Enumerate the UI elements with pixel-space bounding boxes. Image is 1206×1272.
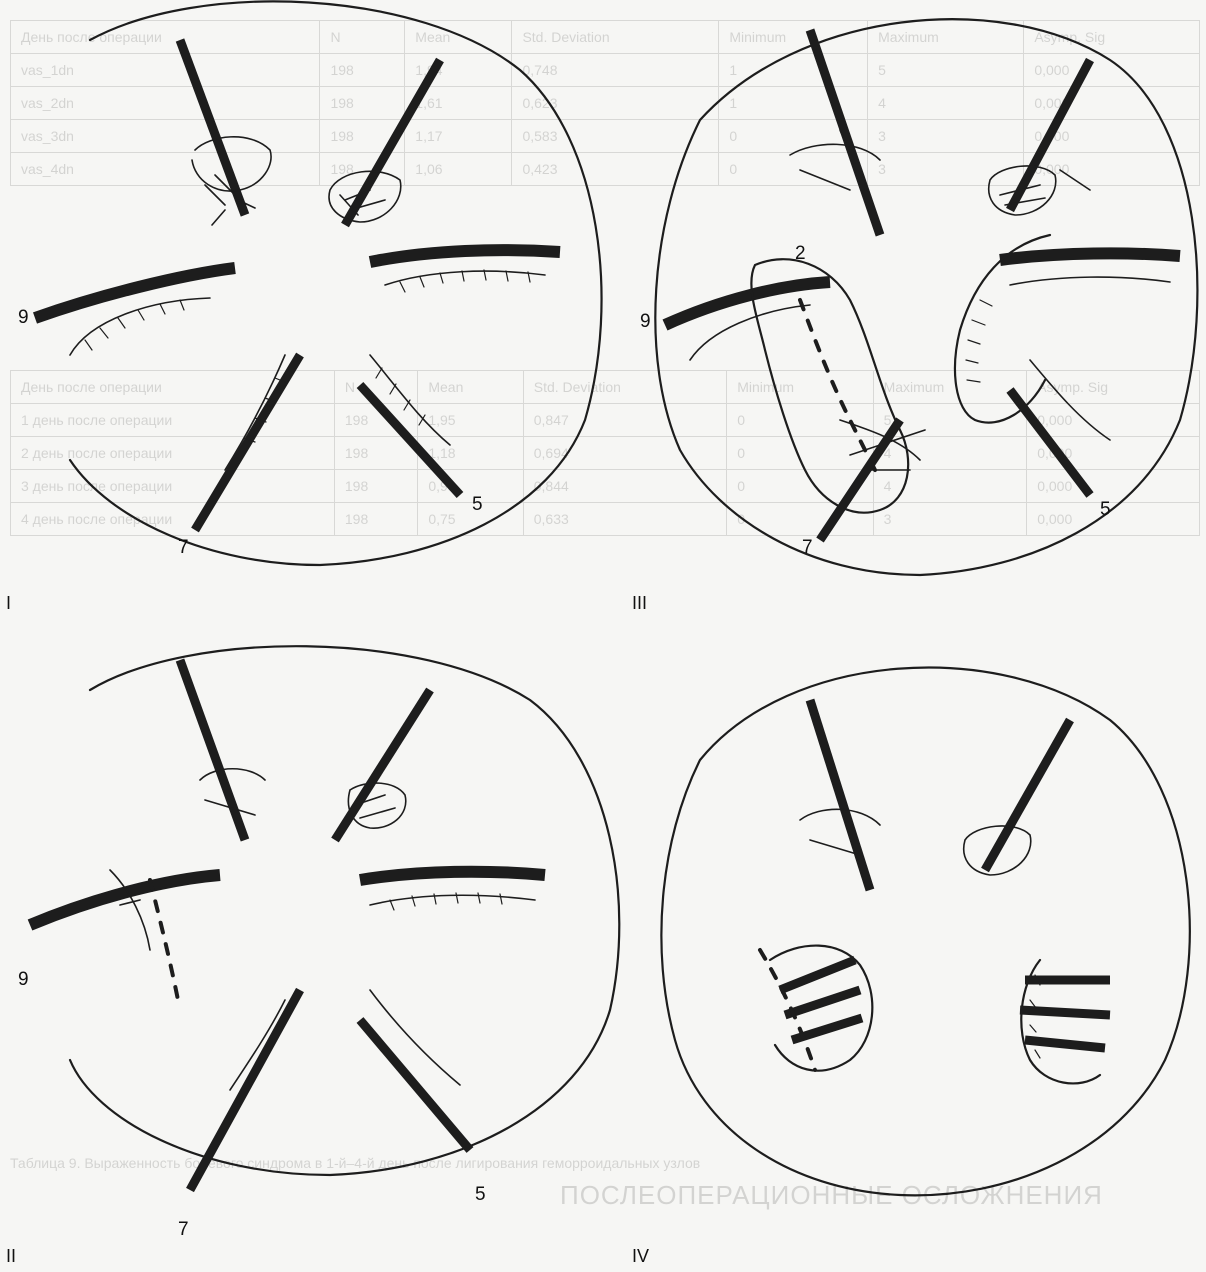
panel-iii-node-1 [1010,60,1090,210]
panel-iv-node-1 [985,720,1070,870]
panel-iv-field-circle [661,668,1189,1196]
panel-i-node-3 [370,250,560,262]
panel-iii-central-node [751,259,908,512]
panel-ii-title: II [6,1247,16,1265]
panel-ii-node-5 [360,1020,470,1150]
panel-ii-node-1 [335,690,430,840]
panel-ii-drawing [30,646,619,1190]
panel-i-label-7: 7 [178,538,189,557]
panel-ii-node-3 [360,872,545,880]
panel-ii-label-9: 9 [18,970,29,989]
panel-ii-node-9 [30,875,220,925]
panel-i-title: I [6,594,11,612]
panel-iii-label-9: 9 [640,312,651,331]
panel-ii-node-7 [190,990,300,1190]
panel-i-node-1 [345,60,440,225]
panel-i-label-5: 5 [472,495,483,514]
panel-iii-title: III [632,594,647,612]
panel-ii-field-circle [70,646,619,1175]
panel-iii-node-7 [820,420,900,540]
panel-ii-node-11 [180,660,245,840]
panel-iii-node-3 [1000,253,1180,260]
panel-iii-label-7: 7 [802,538,813,557]
panel-i-node-11 [180,40,245,215]
panel-iv-left-node [770,946,872,1071]
panel-iv-drawing [661,668,1189,1196]
panel-ii-label-7: 7 [178,1220,189,1239]
panel-iii-node-11 [810,30,880,235]
panel-iii-drawing [655,19,1197,575]
panel-iii-label-5: 5 [1100,500,1111,519]
panel-iv-node-11 [810,700,870,890]
panel-iii-label-2: 2 [795,244,806,263]
panel-iii-node-5 [1010,390,1090,495]
panel-i-label-9: 9 [18,308,29,327]
panel-i-drawing [35,1,602,565]
panel-iv-title: IV [632,1247,649,1265]
panel-ii-label-5: 5 [475,1185,486,1204]
panel-iii-node-9 [665,282,830,325]
